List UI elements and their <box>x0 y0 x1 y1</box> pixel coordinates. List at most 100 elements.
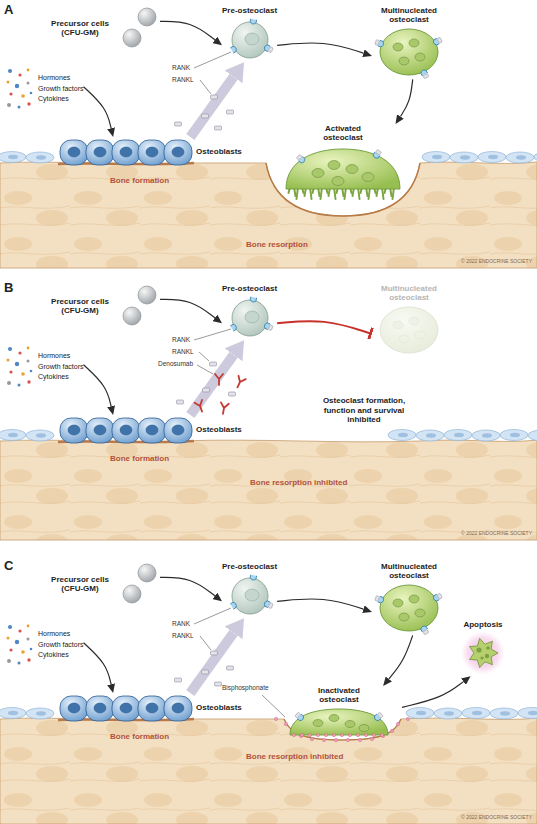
panel-letter: A <box>4 2 13 17</box>
rankl-molecule <box>227 110 234 114</box>
precursor-cell <box>138 286 156 304</box>
label-group: Pre-osteoclast <box>222 284 277 293</box>
cell-nucleus <box>409 317 419 325</box>
osteoclast-cell: Multinucleated osteoclast <box>372 562 446 635</box>
receptor-cup <box>249 19 256 25</box>
cell-drawing <box>58 415 192 445</box>
signal-molecule <box>27 347 30 350</box>
signal-molecule <box>8 69 12 73</box>
label-group: Osteoblasts <box>196 147 242 156</box>
cell-drawing <box>4 622 34 668</box>
cell-nucleus <box>68 703 80 713</box>
signal-molecules: HormonesGrowth factorsCytokines <box>4 344 84 390</box>
lining-cell <box>0 152 26 163</box>
rank-receptor <box>375 39 385 47</box>
arrow-connector <box>160 21 215 39</box>
node-label: Hormones <box>38 351 84 362</box>
rankl-molecule <box>268 47 273 53</box>
osteoclast-body <box>290 709 388 735</box>
signal-arrow <box>190 633 233 693</box>
label-group: Pre-osteoclast <box>222 6 277 15</box>
copyright-note: © 2022 ENDOCRINE SOCIETY <box>461 814 532 820</box>
cell-nucleus <box>329 715 339 722</box>
node-label: Apoptosis <box>463 620 502 629</box>
osteoclast-body <box>380 29 438 75</box>
osteoblast-row: Osteoblasts <box>58 415 242 445</box>
signal-molecule <box>27 380 30 383</box>
rankl-molecule <box>377 713 383 719</box>
denosumab-antibody <box>219 402 229 414</box>
pre-osteoclast-cell: Pre-osteoclast <box>222 284 277 340</box>
cell-group <box>375 29 443 79</box>
bisphosphonate-dot <box>364 734 367 737</box>
cell-nucleus <box>409 595 419 603</box>
arrow-connector <box>160 577 215 595</box>
label-group: Multinucleated osteoclast <box>372 562 446 580</box>
signal-molecule <box>9 92 12 95</box>
label-group: Activated osteoclast <box>313 124 373 142</box>
node-label: Osteoblasts <box>196 425 242 434</box>
effect-note: Osteoclast formation, function and survi… <box>312 396 416 425</box>
label-group: Multinucleated osteoclast <box>372 6 446 24</box>
cell-group <box>230 575 273 614</box>
leader-line <box>199 352 209 361</box>
lining-cell <box>388 430 416 441</box>
precursor-cell <box>123 29 141 47</box>
callout-label: RANK <box>172 620 190 627</box>
rank-receptor <box>230 324 237 332</box>
signal-molecule <box>7 637 10 640</box>
lining-cell <box>434 708 462 719</box>
cell-nucleus <box>345 721 355 728</box>
signal-molecule <box>18 106 21 109</box>
rankl-molecule <box>268 325 273 331</box>
arrow-connector <box>400 79 412 116</box>
connector-group <box>84 21 464 707</box>
rank-receptor <box>249 19 256 25</box>
cell-drawing <box>120 562 160 606</box>
rankl-molecule <box>175 122 182 126</box>
bisphosphonate-dot <box>316 734 319 737</box>
label-group: Precursor cells (CFU-GM) <box>44 297 116 315</box>
osteoblast-cell <box>138 696 166 721</box>
arrow-connector <box>389 635 413 679</box>
bisphosphonate-dot <box>380 734 383 737</box>
cell-nucleus <box>68 147 80 157</box>
label-group: HormonesGrowth factorsCytokines <box>38 351 84 383</box>
cell-drawing <box>224 572 276 618</box>
osteoblast-cell <box>138 140 166 165</box>
node-label: Osteoblasts <box>196 147 242 156</box>
pre-osteoclast-cell: Pre-osteoclast <box>222 562 277 618</box>
node-label: Growth factors <box>38 362 84 373</box>
rank-receptor <box>420 69 429 79</box>
rankl-molecule <box>375 150 381 156</box>
cell-group <box>123 286 156 325</box>
bisphosphonate-dot <box>372 734 375 737</box>
bone-matrix <box>0 718 537 824</box>
lining-cell <box>500 430 528 441</box>
lining-cell <box>444 430 472 441</box>
rank-receptor <box>432 37 442 46</box>
cell-group <box>123 564 156 603</box>
bisphosphonate-dot <box>308 734 311 737</box>
panel-b-illustration <box>0 329 537 540</box>
panel-letter: B <box>4 280 13 295</box>
label-group: Pre-osteoclast <box>222 562 277 571</box>
precursor-cells: Precursor cells (CFU-GM) <box>44 562 160 606</box>
rankl-molecule <box>437 38 442 44</box>
node-label: Pre-osteoclast <box>222 562 277 571</box>
cell-drawing <box>4 344 34 390</box>
region-label: Bone formation <box>110 732 169 741</box>
callout-label: RANKL <box>172 76 194 83</box>
node-label: Cytokines <box>38 94 84 105</box>
rankl-molecule <box>268 603 273 609</box>
bisphosphonate-dot <box>324 734 327 737</box>
bisphosphonate-dot <box>356 734 359 737</box>
apoptotic-cell: Apoptosis <box>452 620 514 676</box>
cell-drawing <box>58 693 192 723</box>
rank-receptor <box>249 575 256 581</box>
cell-nucleus <box>362 173 374 182</box>
cell-group <box>375 585 443 635</box>
cell-drawing <box>376 581 442 635</box>
label-group: Multinucleated osteoclast <box>372 284 446 302</box>
